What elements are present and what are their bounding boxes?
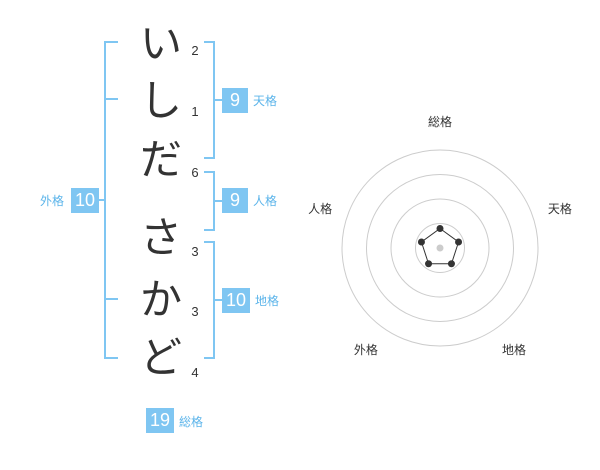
stroke-count-3: 6	[191, 165, 199, 180]
stroke-count-4: 3	[191, 244, 199, 259]
radar-axis-label-1: 天格	[548, 201, 572, 216]
name-char-5: か	[139, 275, 182, 324]
gaikaku-value: 10	[71, 188, 99, 213]
stroke-count-6: 4	[191, 365, 199, 380]
radar-point-3	[425, 260, 433, 268]
tenkaku-value: 9	[222, 88, 248, 113]
soukaku-label: 総格	[179, 415, 204, 429]
name-char-3: だ	[139, 135, 182, 184]
radar-ring-1	[415, 223, 465, 273]
jinkaku-value: 9	[222, 188, 248, 213]
stroke-count-1: 2	[191, 43, 199, 58]
chikaku-value: 10	[222, 288, 250, 313]
radar-points	[417, 225, 463, 268]
radar-polygon	[420, 227, 460, 265]
jinkaku-label: 人格	[253, 194, 278, 208]
name-char-1: い	[139, 19, 182, 68]
name-char-2: し	[139, 76, 182, 125]
name-char-4: さ	[139, 213, 182, 262]
radar-point-1	[455, 238, 463, 246]
radar-ring-4	[341, 149, 539, 347]
stroke-count-2: 1	[191, 104, 199, 119]
radar-ring-2	[390, 198, 490, 298]
chikaku-label: 地格	[255, 294, 280, 308]
radar-point-2	[447, 260, 455, 268]
radar-center-dot	[436, 244, 444, 252]
gaikaku-label: 外格	[40, 194, 65, 208]
stroke-count-5: 3	[191, 304, 199, 319]
radar-point-4	[417, 238, 425, 246]
radar-axis-label-3: 外格	[354, 342, 378, 357]
radar-axis-label-2: 地格	[502, 342, 526, 357]
radar-ring-3	[366, 174, 514, 322]
radar-axis-label-0: 総格	[428, 114, 452, 129]
radar-rings	[341, 149, 539, 347]
tenkaku-label: 天格	[253, 94, 278, 108]
soukaku-value: 19	[146, 408, 174, 433]
name-char-6: ど	[139, 333, 182, 382]
radar-point-0	[436, 225, 444, 232]
radar-axis-label-4: 人格	[308, 201, 332, 216]
